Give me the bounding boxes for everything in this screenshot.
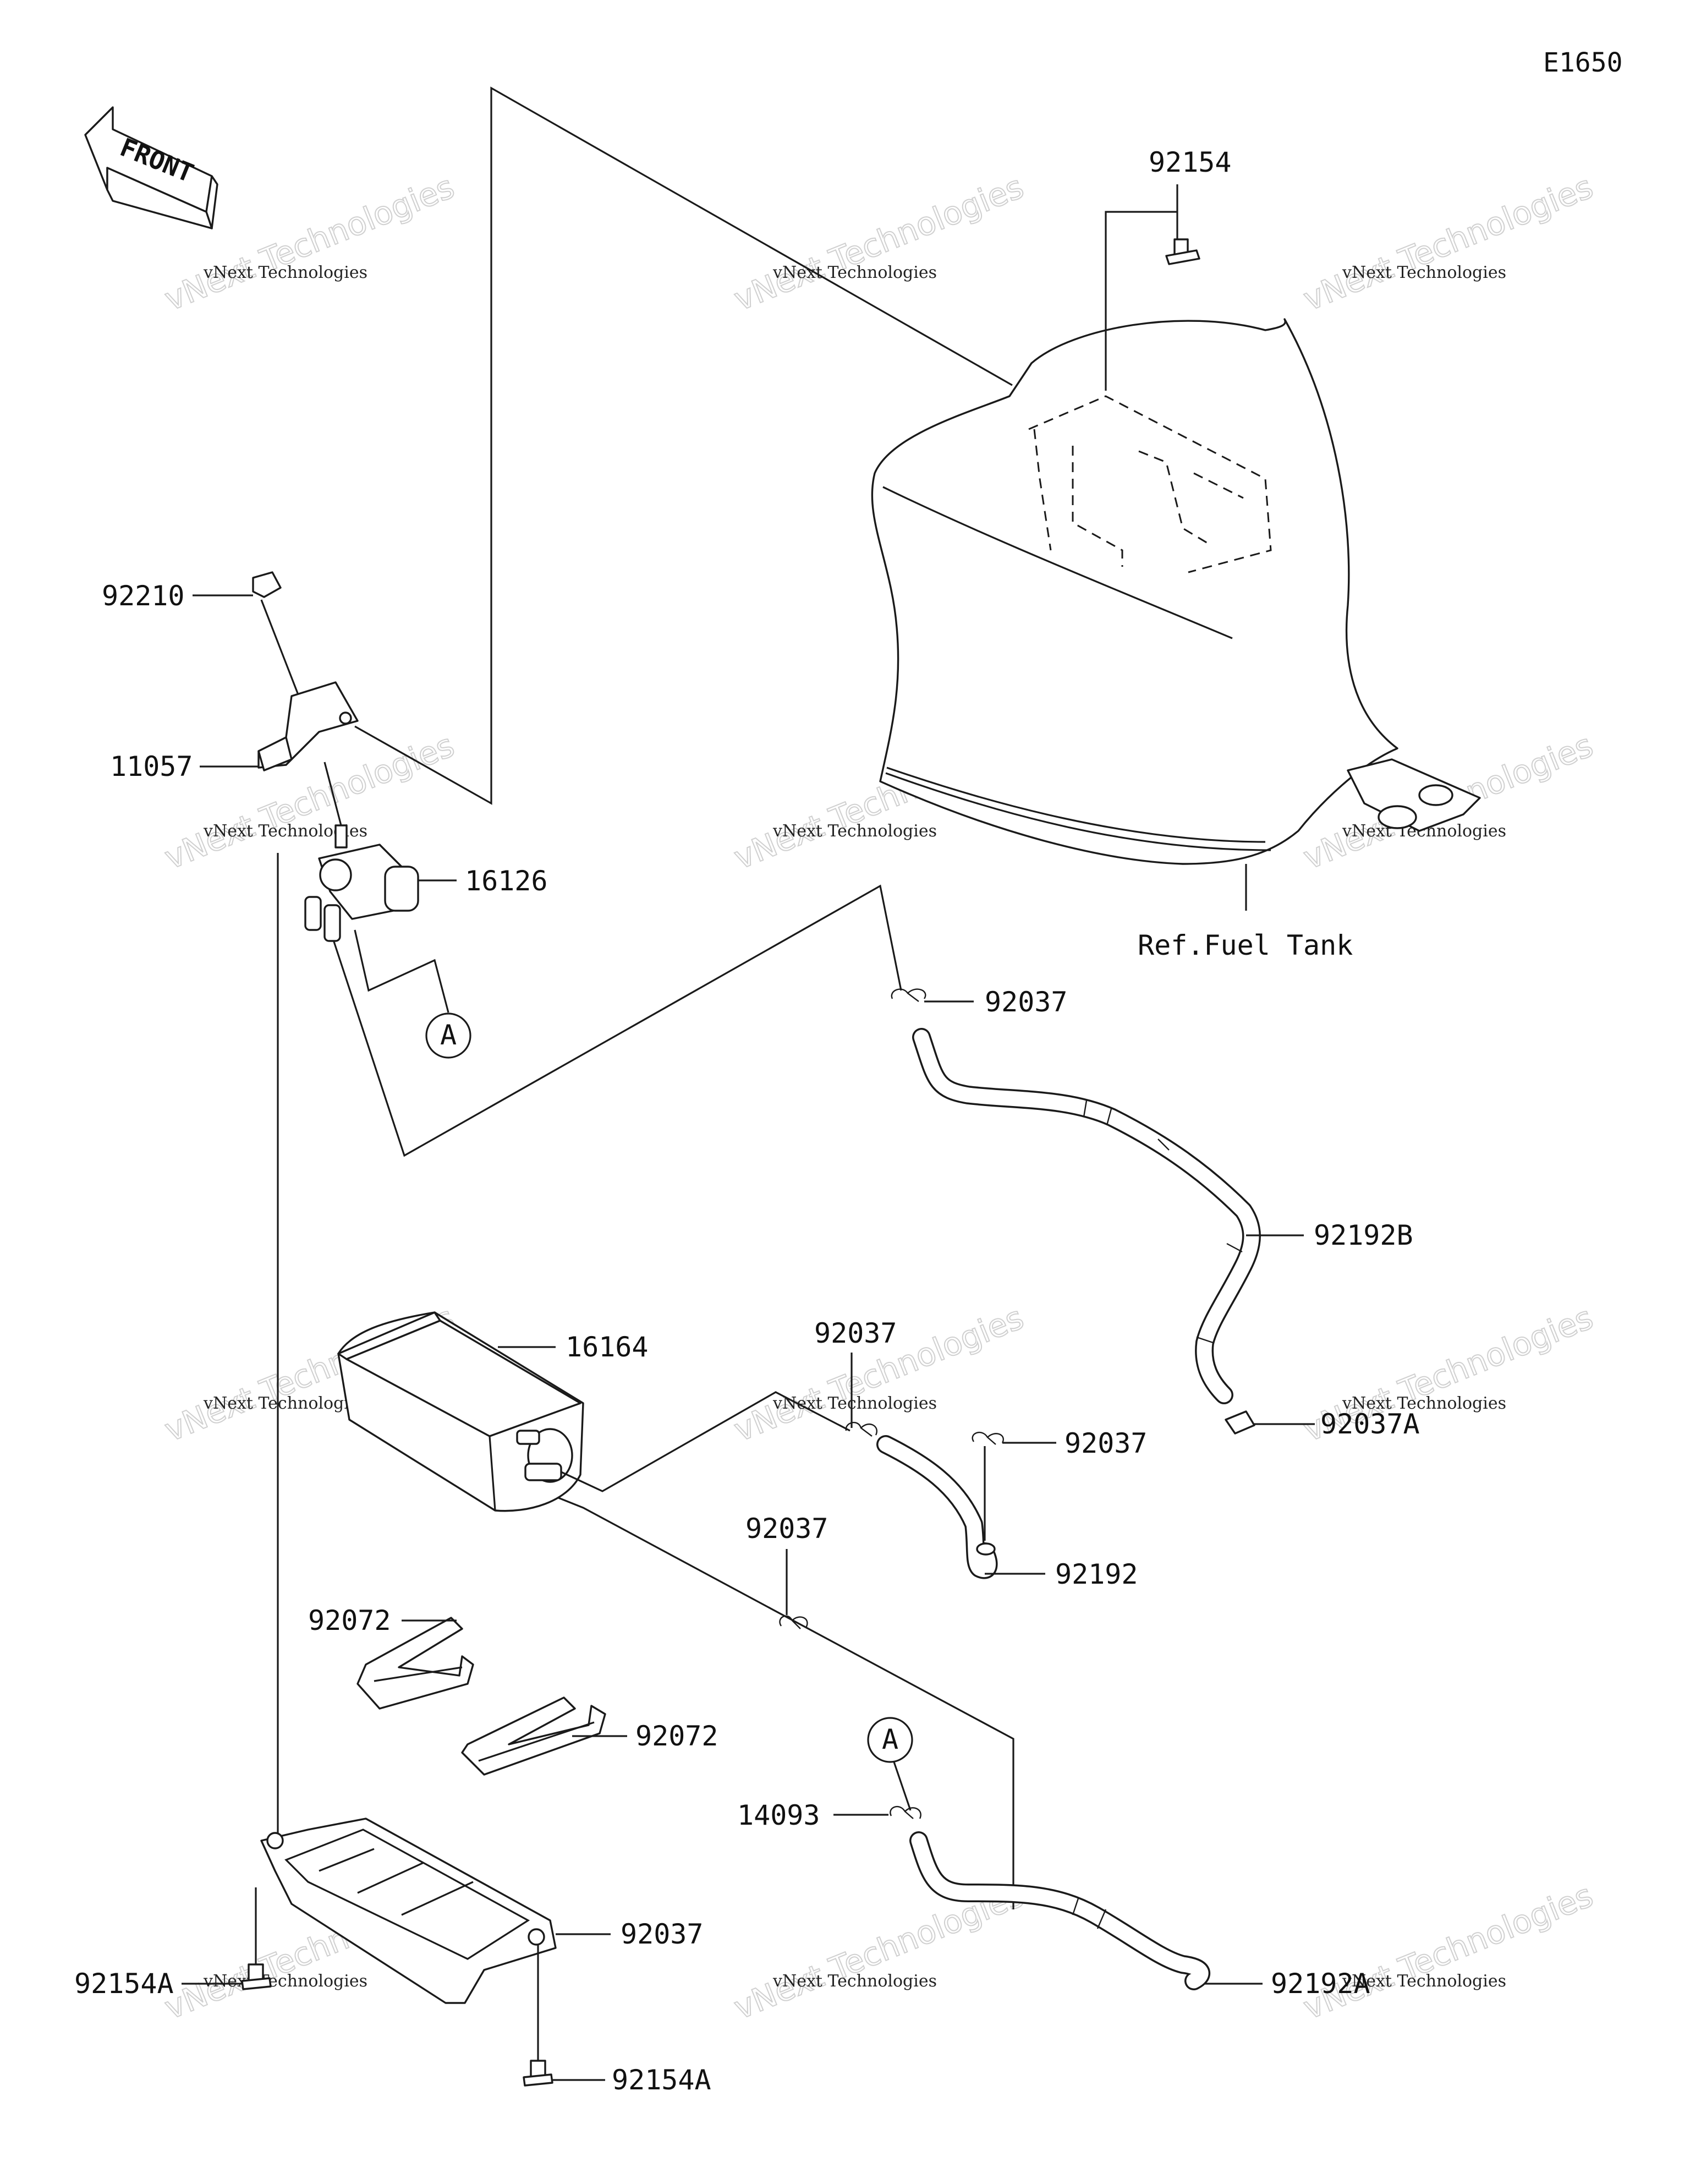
watermark-text: vNext Technologies xyxy=(1342,1394,1506,1413)
part-label-92072-b[interactable]: 92072 xyxy=(635,1720,718,1752)
part-label-92037A[interactable]: 92037A xyxy=(1320,1408,1420,1440)
front-arrow-icon: FRONT xyxy=(84,106,218,229)
watermark-text: vNext Technologies xyxy=(1342,263,1506,282)
part-label-92037-a[interactable]: 92037 xyxy=(985,986,1068,1018)
watermark-text: vNext Technologies xyxy=(729,168,1029,318)
part-label-11057[interactable]: 11057 xyxy=(110,751,193,782)
callout-letter: A xyxy=(440,1019,457,1051)
watermark: vNext Technologies vNext Technologies xyxy=(728,167,1029,319)
hose-92192 xyxy=(876,1435,998,1579)
hose-92192A xyxy=(909,1831,1210,1990)
clamp-92037 xyxy=(890,1805,921,1819)
watermark-text: vNext Technologies xyxy=(772,263,937,282)
reference-lines xyxy=(277,86,1014,1909)
part-label-92037-e[interactable]: 14093 xyxy=(737,1799,820,1831)
valve-16126 xyxy=(304,824,419,942)
bolt-92154A xyxy=(241,1887,272,1990)
watermark-text: vNext Technologies xyxy=(203,1394,367,1413)
hose-92192B xyxy=(912,1028,1261,1404)
bolt-92154A xyxy=(523,1945,553,2087)
clamp-92037 xyxy=(779,1615,808,1629)
watermark-text: vNext Technologies xyxy=(203,1972,367,1991)
part-label-92154[interactable]: 92154 xyxy=(1149,146,1232,178)
part-label-92192[interactable]: 92192 xyxy=(1055,1558,1138,1590)
part-label-92037-b[interactable]: 92037 xyxy=(814,1317,897,1349)
callout-a-lower xyxy=(867,1717,913,1763)
band-92072 xyxy=(461,1696,606,1776)
watermark-text: vNext Technologies xyxy=(772,1394,937,1413)
part-label-92037-c[interactable]: 92037 xyxy=(1065,1427,1148,1459)
tray-14093 xyxy=(260,1818,557,2004)
part-label-14093[interactable]: 92037 xyxy=(621,1918,704,1950)
watermark: vNext Technologies vNext Technologies xyxy=(1298,167,1599,319)
watermark-text: vNext Technologies xyxy=(1298,1876,1598,2027)
part-label-92072-a[interactable]: 92072 xyxy=(308,1605,391,1636)
part-label-92154A-a[interactable]: 92154A xyxy=(74,1968,174,2000)
part-label-92192A[interactable]: 92192A xyxy=(1271,1968,1370,2000)
canister-16164 xyxy=(337,1311,584,1512)
part-label-16164[interactable]: 16164 xyxy=(566,1331,649,1363)
watermark-text: vNext Technologies xyxy=(203,263,367,282)
watermark-text: vNext Technologies xyxy=(160,726,459,877)
callout-a-upper xyxy=(425,1012,471,1059)
watermark-text: vNext Technologies xyxy=(1298,168,1598,318)
watermark-text: vNext Technologies xyxy=(772,822,937,841)
watermark-text: vNext Technologies xyxy=(1342,1972,1506,1991)
watermark-text: vNext Technologies xyxy=(772,1972,937,1991)
part-label-92154A-b[interactable]: 92154A xyxy=(612,2064,711,2096)
bracket-11057 xyxy=(257,681,359,771)
part-label-92037-d[interactable]: 92037 xyxy=(745,1513,828,1545)
ref-fuel-tank-label: Ref.Fuel Tank xyxy=(1138,929,1353,961)
watermark: vNext Technologies vNext Technologies xyxy=(1298,1876,1599,2027)
diagram-code: E1650 xyxy=(1543,47,1623,78)
clamp-92037 xyxy=(891,988,926,1002)
nut-92210 xyxy=(252,571,282,598)
bolt-92154 xyxy=(1165,238,1200,265)
part-label-16126[interactable]: 16126 xyxy=(465,865,548,897)
band-92072 xyxy=(356,1617,474,1710)
fuel-tank xyxy=(871,318,1481,865)
callout-letter: A xyxy=(882,1723,898,1755)
watermark-grid: vNext Technologies vNext Technologies vN… xyxy=(159,167,1599,2027)
clamp-92037 xyxy=(972,1431,1004,1445)
clamp-92037 xyxy=(845,1421,877,1437)
clip-92037A xyxy=(1225,1410,1255,1435)
part-label-92192B[interactable]: 92192B xyxy=(1314,1219,1413,1251)
watermark: vNext Technologies vNext Technologies xyxy=(159,726,460,877)
part-label-92210[interactable]: 92210 xyxy=(102,580,185,612)
